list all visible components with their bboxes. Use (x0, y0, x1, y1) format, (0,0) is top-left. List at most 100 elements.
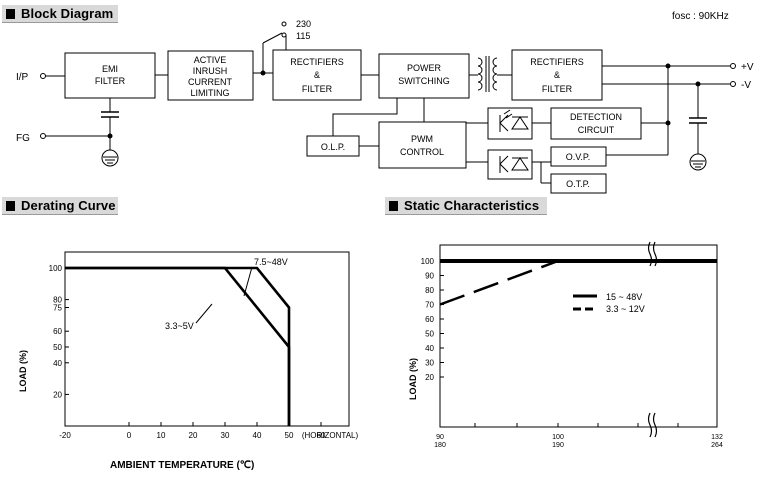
derating-series (65, 266, 291, 426)
axis-break-bottom-icon (647, 412, 658, 438)
static-x-tick-label-alt: 190 (552, 442, 564, 449)
otp-label: O.T.P. (566, 179, 590, 189)
transformer-icon (477, 56, 498, 92)
vplus-label: +V (741, 62, 754, 73)
ip-terminal (40, 73, 46, 79)
derating-x-tick-label: 50 (285, 431, 294, 440)
derating-y-tick-label: 60 (53, 327, 62, 336)
fg-terminal (40, 133, 46, 139)
detect-junction-dot (665, 120, 671, 126)
inrush-limiting-block (167, 50, 254, 101)
axis-break-top-icon (647, 241, 658, 267)
ip-label: I/P (16, 72, 29, 83)
switch-115-label: 115 (296, 31, 310, 41)
derating-x-tick-label: (HORIZONTAL) (302, 431, 359, 440)
rect2-line2: & (554, 70, 560, 80)
derating-x-tick-label: 20 (189, 431, 198, 440)
vminus-terminal (730, 81, 736, 87)
derating-y-tick-label: 100 (49, 264, 63, 273)
derating-series-line-7v5 (65, 266, 291, 426)
fg-junction-dot (107, 133, 113, 139)
emi-ground-icon (101, 149, 119, 167)
derating-ylabel: LOAD (%) (18, 350, 28, 392)
ovp-label: O.V.P. (566, 152, 591, 162)
derating-series-label-3v3: 3.3~5V (165, 321, 194, 331)
switch-arm (262, 32, 283, 44)
inrush-line2: INRUSH (193, 66, 228, 76)
header-square-icon (6, 200, 15, 211)
pwm-line1: PWM (411, 134, 433, 144)
block-diagram: I/P FG EMI FILTER ACTIVE INRUSH CURRENT … (16, 19, 754, 194)
derating-y-tick-label: 20 (53, 390, 62, 399)
olp-label: O.L.P. (321, 142, 345, 152)
vminus-label: -V (741, 80, 751, 91)
static-y-tick-label: 100 (421, 257, 435, 266)
block-diagram-title: Block Diagram (21, 6, 114, 21)
derating-y-tick-label: 75 (53, 304, 62, 313)
rect1-line1: RECTIFIERS (290, 57, 344, 67)
power-sw-line2: SWITCHING (398, 76, 450, 86)
inrush-line3: CURRENT (188, 77, 233, 87)
static-y-tick-label: 70 (425, 301, 434, 310)
rect1-line3: FILTER (302, 84, 333, 94)
static-series (439, 259, 717, 306)
inrush-line1: ACTIVE (194, 55, 227, 65)
switch-230-label: 230 (296, 19, 311, 29)
legend-dashed-label: 3.3 ~ 12V (606, 304, 645, 314)
static-y-tick-label: 60 (425, 315, 434, 324)
rect2-line1: RECTIFIERS (530, 57, 584, 67)
static-y-tick-label: 30 (425, 359, 434, 368)
inrush-line4: LIMITING (190, 88, 229, 98)
optocoupler-icon-2 (487, 149, 533, 180)
detection-line1: DETECTION (570, 112, 622, 122)
output-ground-icon (689, 153, 707, 171)
derating-plot-area (64, 251, 350, 427)
fosc-label: fosc : 90KHz (672, 11, 729, 22)
derating-y-tick-label: 40 (53, 359, 62, 368)
power-sw-line1: POWER (407, 63, 442, 73)
static-x-tick-label: 90 (436, 434, 444, 441)
block-diagram-header: Block Diagram (2, 5, 118, 23)
static-series-line-dashed (439, 259, 717, 306)
derating-7v5-leader (243, 266, 253, 297)
static-characteristics-title: Static Characteristics (404, 198, 540, 213)
derating-x-tick-label: 40 (253, 431, 262, 440)
static-y-tick-label: 80 (425, 286, 434, 295)
static-x-tick-label: 100 (552, 434, 564, 441)
pwm-line2: CONTROL (400, 147, 444, 157)
switch-contact-115 (281, 32, 287, 38)
ovp-block (550, 146, 607, 167)
derating-series-label-7v5: 7.5~48V (254, 257, 288, 267)
vplus-terminal (730, 63, 736, 69)
derating-y-tick-label: 50 (53, 343, 62, 352)
static-x-tick-label-alt: 180 (434, 442, 446, 449)
fg-label: FG (16, 133, 30, 144)
static-y-tick-label: 50 (425, 330, 434, 339)
pwm-control-block (378, 121, 467, 169)
rect1-line2: & (314, 70, 320, 80)
emi-filter-line1: EMI (102, 64, 118, 74)
rectifiers-filter-block-2 (511, 49, 603, 101)
switch-contact-230 (281, 21, 287, 27)
static-plot-area (439, 244, 718, 428)
static-ylabel: LOAD (%) (408, 358, 418, 400)
derating-series-line-3v3 (65, 266, 291, 426)
header-square-icon (6, 8, 15, 19)
static-x-tick-label: 132 (711, 434, 723, 441)
derating-x-tick-label: 30 (221, 431, 230, 440)
header-square-icon (389, 200, 398, 211)
legend-solid-label: 15 ~ 48V (606, 292, 642, 302)
detection-line2: CIRCUIT (578, 125, 615, 135)
static-characteristics-header: Static Characteristics (385, 197, 547, 215)
static-x-tick-label-alt: 264 (711, 442, 723, 449)
derating-x-tick-label: 0 (127, 431, 132, 440)
optocoupler-icon-1 (487, 107, 533, 140)
static-y-tick-label: 40 (425, 344, 434, 353)
derating-x-tick-label: 60 (317, 431, 326, 440)
derating-x-tick-label: 10 (157, 431, 166, 440)
derating-curve-header: Derating Curve (2, 197, 118, 215)
